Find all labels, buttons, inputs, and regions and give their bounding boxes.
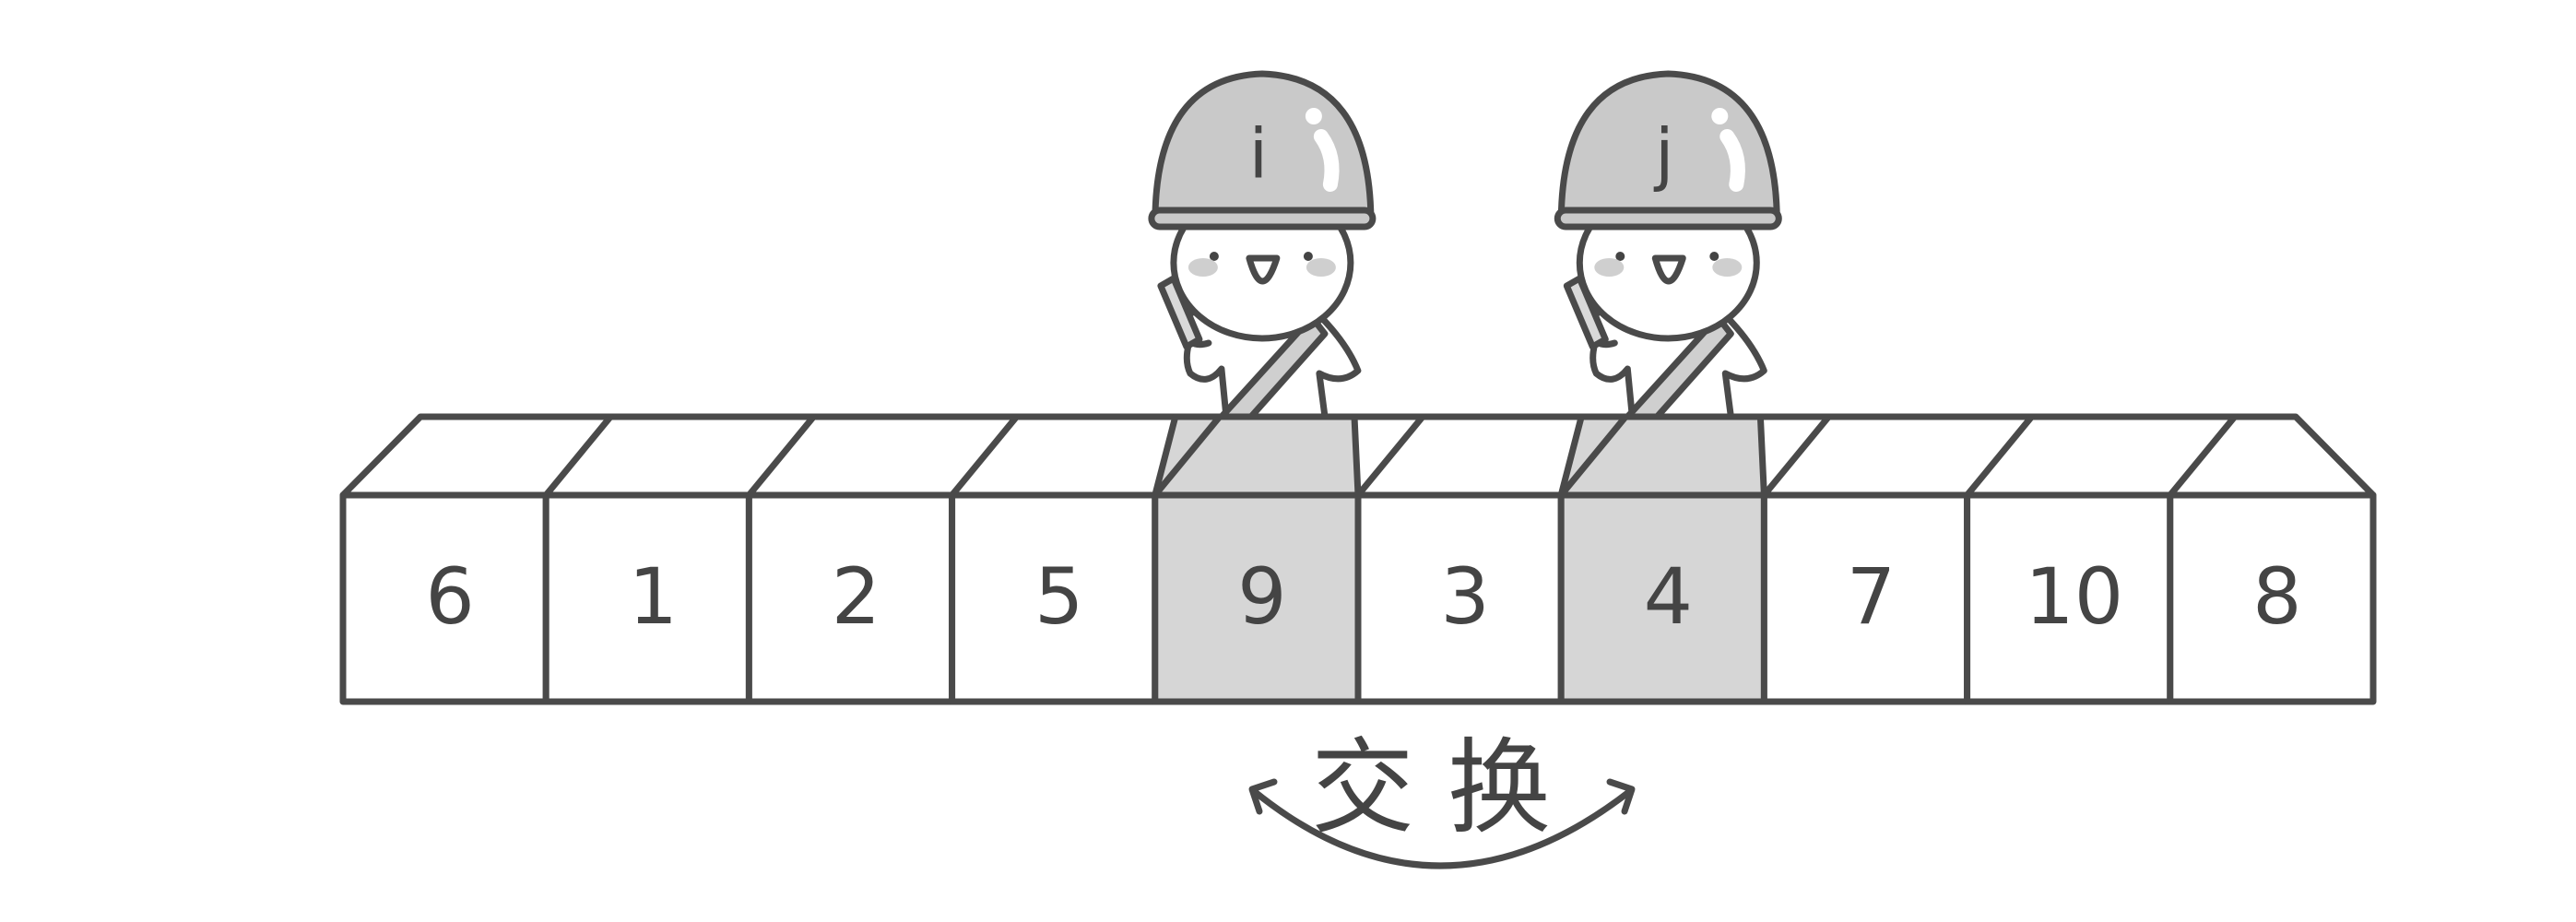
top-face-divider — [1760, 413, 1832, 499]
cell-box — [949, 491, 1159, 705]
scroll-icon — [1563, 275, 1609, 350]
top-face-divider — [542, 413, 614, 499]
cell-value: 9 — [1237, 551, 1286, 642]
cell-value: 5 — [1034, 551, 1083, 642]
cheek-right — [1306, 258, 1336, 277]
scroll-icon — [1157, 275, 1203, 350]
helmet-shine-dot — [1305, 108, 1322, 124]
array-row: 6 1 2 5 9 3 4 7 10 8 — [339, 413, 2377, 705]
cell-value: 1 — [629, 551, 678, 642]
mouth — [1651, 254, 1686, 285]
swap-arrowhead-left — [1248, 778, 1278, 815]
cell-value: 8 — [2252, 551, 2301, 642]
top-face-divider — [1964, 413, 2036, 499]
helmet-shine — [1719, 129, 1745, 192]
pointer-j: j — [1554, 70, 1782, 478]
pointer-label: j — [1653, 115, 1674, 195]
array-cell: 10 — [1964, 491, 2174, 705]
array-cell: 3 — [1354, 491, 1565, 705]
pointer-label: i — [1249, 115, 1269, 195]
array-cell: 9 — [1152, 491, 1362, 705]
eye-left — [1615, 252, 1625, 261]
top-face-divider — [1354, 413, 1426, 499]
mouth — [1246, 254, 1281, 285]
cheek-right — [1712, 258, 1743, 277]
cell-value: 6 — [425, 551, 474, 642]
pointer-i: i — [1148, 70, 1377, 478]
eye-left — [1209, 252, 1219, 261]
swap-arrowhead-right — [1606, 778, 1636, 815]
swap-label: 交换 — [1311, 728, 1584, 848]
helmet-shine-dot — [1711, 108, 1729, 124]
helmet-brim — [1554, 207, 1782, 230]
cheek-left — [1188, 258, 1218, 277]
array-cell: 5 — [949, 491, 1159, 705]
cell-value: 2 — [832, 551, 880, 642]
swap-indicator: 交换 — [1248, 728, 1636, 869]
helmet-shine — [1313, 129, 1340, 192]
cell-box — [1354, 491, 1565, 705]
cell-box — [339, 491, 549, 705]
array-cell: 8 — [2167, 491, 2377, 705]
swap-arrow — [1250, 787, 1634, 869]
array-cell: 4 — [1557, 491, 1767, 705]
cell-box — [2167, 491, 2377, 705]
top-face-divider — [1557, 413, 1629, 499]
top-face-divider — [745, 413, 817, 499]
cheek-left — [1594, 258, 1625, 277]
cell-box — [1760, 491, 1971, 705]
helmet-brim — [1148, 207, 1377, 230]
cell-value: 3 — [1440, 551, 1489, 642]
cell-value: 4 — [1644, 551, 1693, 642]
cell-value: 10 — [2025, 551, 2123, 642]
array-cell: 2 — [745, 491, 956, 705]
cell-box — [1557, 491, 1767, 705]
top-face-divider — [1152, 413, 1223, 499]
eye-right — [1709, 252, 1719, 261]
eye-right — [1303, 252, 1313, 261]
cell-value: 7 — [1847, 551, 1896, 642]
top-face-divider — [2167, 413, 2239, 499]
array-top-face — [339, 413, 2377, 499]
array-cell: 6 — [339, 491, 549, 705]
array-cell: 7 — [1760, 491, 1971, 705]
cell-box — [1152, 491, 1362, 705]
array-cell: 1 — [542, 491, 752, 705]
cell-box — [542, 491, 752, 705]
cell-box — [745, 491, 956, 705]
top-face-divider — [949, 413, 1021, 499]
